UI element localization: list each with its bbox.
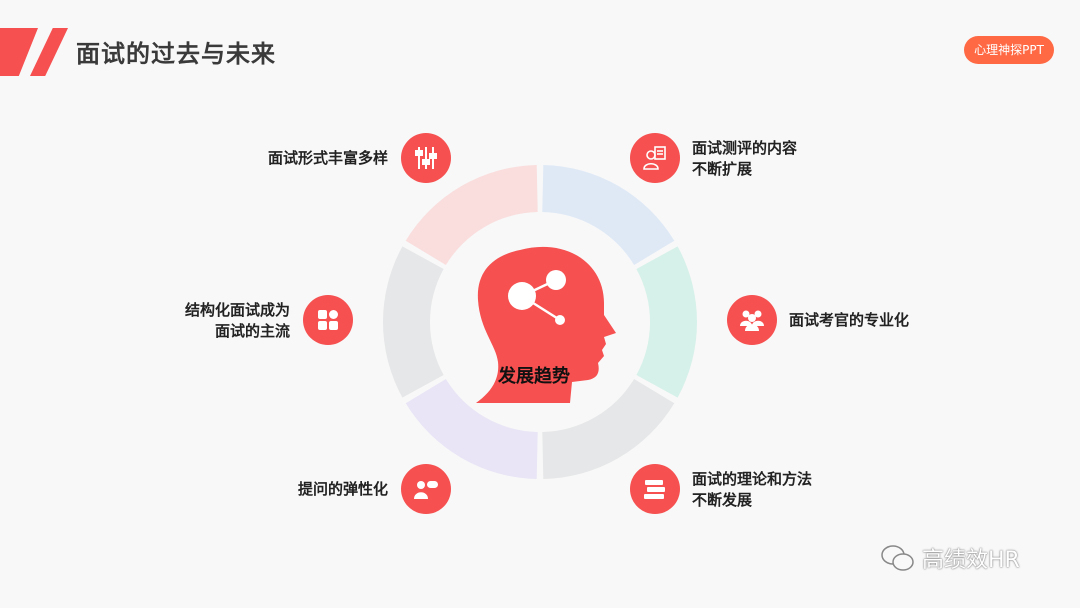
ring-segment [542,165,675,265]
books-icon [630,464,680,514]
presenter-icon [630,133,680,183]
item-label-structured: 结构化面试成为面试的主流 [185,300,290,342]
grid-icon [303,295,353,345]
watermark: 高绩效HR [880,542,1020,574]
ring-segment [405,165,538,265]
head-icon [476,246,616,403]
ring-segment [542,379,675,479]
ring-segment [405,379,538,479]
speech-person-icon [401,464,451,514]
label-line: 结构化面试成为 [184,301,290,319]
item-label-theory: 面试的理论和方法不断发展 [692,469,812,511]
item-label-forms: 面试形式丰富多样 [268,148,388,169]
label-line: 面试形式丰富多样 [267,149,388,167]
group-icon [727,295,777,345]
label-line: 不断扩展 [692,160,753,178]
page-title: 面试的过去与未来 [76,40,276,68]
label-line: 面试测评的内容 [692,139,798,157]
center-label: 发展趋势 [498,366,570,387]
wechat-icon [881,545,914,571]
label-line: 提问的弹性化 [297,480,388,498]
ring-segment [636,246,698,398]
sliders-icon [401,133,451,183]
label-line: 面试的主流 [214,322,290,340]
item-label-questions: 提问的弹性化 [298,479,388,500]
label-line: 不断发展 [692,491,753,509]
brand-badge[interactable]: 心理神探PPT [964,36,1054,64]
item-label-examiners: 面试考官的专业化 [789,310,909,331]
label-line: 面试考官的专业化 [789,311,910,329]
watermark-text: 高绩效HR [922,548,1020,573]
item-label-content: 面试测评的内容不断扩展 [692,138,797,180]
ring-segment [382,246,444,398]
label-line: 面试的理论和方法 [692,470,813,488]
